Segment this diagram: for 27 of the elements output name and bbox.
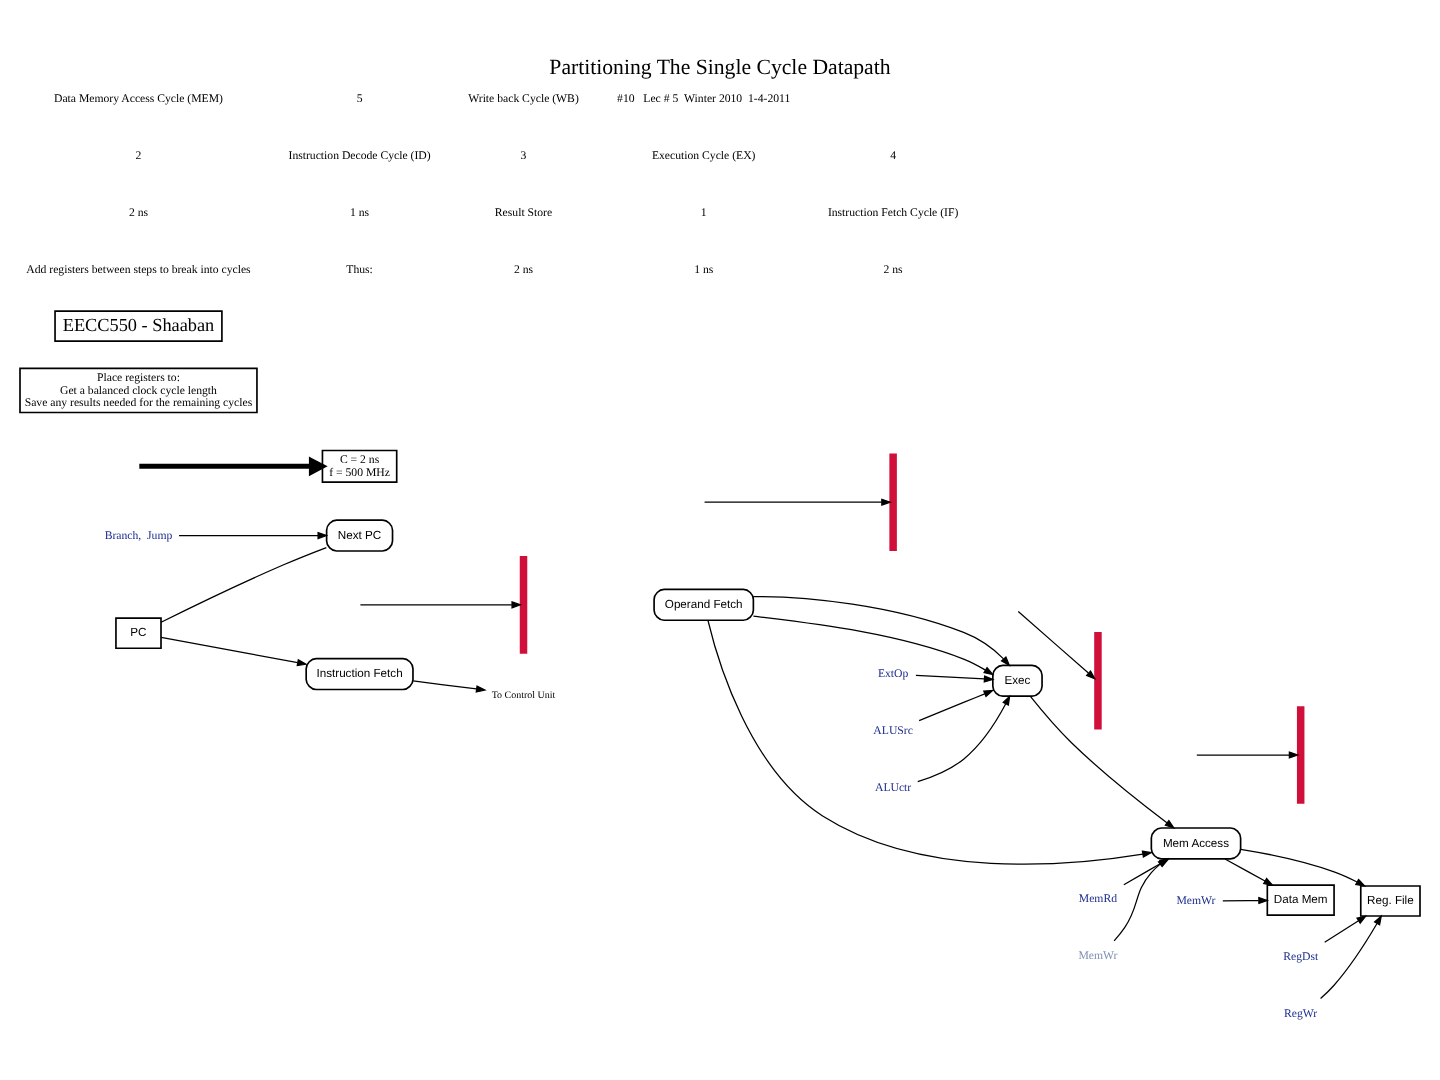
arrow xyxy=(359,600,523,608)
arrow xyxy=(752,614,995,675)
arrow xyxy=(1029,694,1176,829)
arrow xyxy=(1222,895,1270,904)
arrow xyxy=(1240,847,1367,886)
arrow xyxy=(1224,857,1275,885)
arrow xyxy=(917,693,1011,782)
arrow xyxy=(703,497,893,505)
arrow xyxy=(752,594,1011,666)
arrow xyxy=(915,673,995,682)
arrow xyxy=(918,688,995,721)
node-bar xyxy=(889,452,897,550)
node-bar xyxy=(1094,630,1102,729)
arrow xyxy=(1017,609,1097,679)
node-box: EECC550 - Shaaban xyxy=(54,309,223,341)
arrow xyxy=(412,679,487,692)
arrow xyxy=(178,530,329,539)
diagram-title: Partitioning The Single Cycle Datapath xyxy=(549,55,891,80)
connector xyxy=(160,545,327,622)
arrow xyxy=(1319,913,1383,999)
node-bar xyxy=(519,555,528,653)
arrow xyxy=(1196,750,1300,758)
arrow xyxy=(1324,914,1368,942)
arrow xyxy=(707,618,1153,864)
arrow xyxy=(160,635,308,666)
node-bar xyxy=(1296,705,1305,803)
arrow xyxy=(139,455,328,476)
